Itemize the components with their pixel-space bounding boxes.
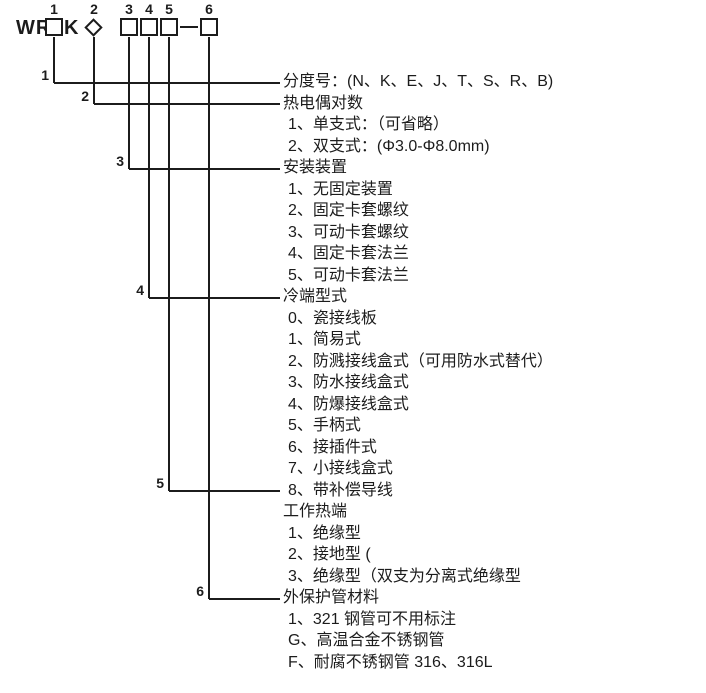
code-box-6 bbox=[200, 18, 218, 36]
position-number-2: 2 bbox=[90, 1, 98, 17]
position-number-3: 3 bbox=[125, 1, 133, 17]
spec-row: G、高温合金不锈钢管 bbox=[288, 632, 445, 649]
model-prefix-text: WR bbox=[16, 17, 52, 39]
spec-row: 1、绝缘型 bbox=[288, 524, 361, 542]
spec-row: 热电偶对数 bbox=[283, 94, 364, 112]
spec-row: 1、单支式：（可省略） bbox=[288, 116, 449, 133]
spec-row: 1、简易式 bbox=[288, 331, 361, 348]
spec-row: 6、接插件式 bbox=[288, 438, 377, 456]
spec-row: F、耐腐不锈钢管 316、316L bbox=[288, 653, 493, 671]
branch-number-5: 5 bbox=[156, 475, 164, 491]
code-box-1 bbox=[45, 18, 63, 36]
spec-row: 8、带补偿导线 bbox=[288, 481, 393, 499]
spec-row: 5、可动卡套法兰 bbox=[288, 266, 409, 284]
spec-list: 分度号：(N、K、E、J、T、S、R、B) 热电偶对数 1、单支式：（可省略） 2、双… bbox=[283, 71, 553, 673]
spec-row: 1、无固定装置 bbox=[288, 180, 393, 198]
position-number-5: 5 bbox=[165, 1, 173, 17]
code-box-4 bbox=[140, 18, 158, 36]
spec-row: 3、防水接线盒式 bbox=[288, 374, 409, 391]
code-box-3 bbox=[120, 18, 138, 36]
spec-row: 2、双支式：(Φ3.0-Φ8.0mm) bbox=[288, 137, 490, 155]
branch-number-2: 2 bbox=[81, 88, 89, 104]
spec-row: 0、瓷接线板 bbox=[288, 309, 377, 327]
spec-row: 2、接地型 ( bbox=[288, 546, 371, 563]
spec-row: 5、手柄式 bbox=[288, 417, 361, 434]
position-number-4: 4 bbox=[145, 1, 153, 17]
spec-row: 1、321 钢管可不用标注 bbox=[288, 610, 457, 628]
branch-number-6: 6 bbox=[196, 583, 204, 599]
position-number-6: 6 bbox=[205, 1, 213, 17]
spec-row: 安装装置 bbox=[283, 159, 348, 176]
spec-row: 分度号：(N、K、E、J、T、S、R、B) bbox=[283, 73, 554, 90]
spec-row: 3、可动卡套螺纹 bbox=[288, 223, 409, 241]
spec-row: 工作热端 bbox=[283, 503, 348, 520]
branch-number-1: 1 bbox=[41, 67, 49, 83]
model-letter-text: K bbox=[64, 17, 80, 39]
code-box-5 bbox=[160, 18, 178, 36]
position-number-1: 1 bbox=[50, 1, 58, 17]
spec-row: 3、绝缘型（双支为分离式绝缘型 bbox=[288, 567, 521, 585]
spec-row: 4、固定卡套法兰 bbox=[288, 245, 409, 262]
spec-row: 冷端型式 bbox=[283, 288, 348, 305]
spec-row: 7、小接线盒式 bbox=[288, 460, 393, 477]
spec-row: 2、固定卡套螺纹 bbox=[288, 202, 409, 219]
spec-row: 外保护管材料 bbox=[283, 589, 380, 606]
code-dash-separator bbox=[180, 26, 198, 28]
branch-number-3: 3 bbox=[116, 153, 124, 169]
spec-row: 2、防溅接线盒式（可用防水式替代） bbox=[288, 352, 553, 370]
branch-number-4: 4 bbox=[136, 282, 144, 298]
spec-row: 4、防爆接线盒式 bbox=[288, 395, 409, 413]
